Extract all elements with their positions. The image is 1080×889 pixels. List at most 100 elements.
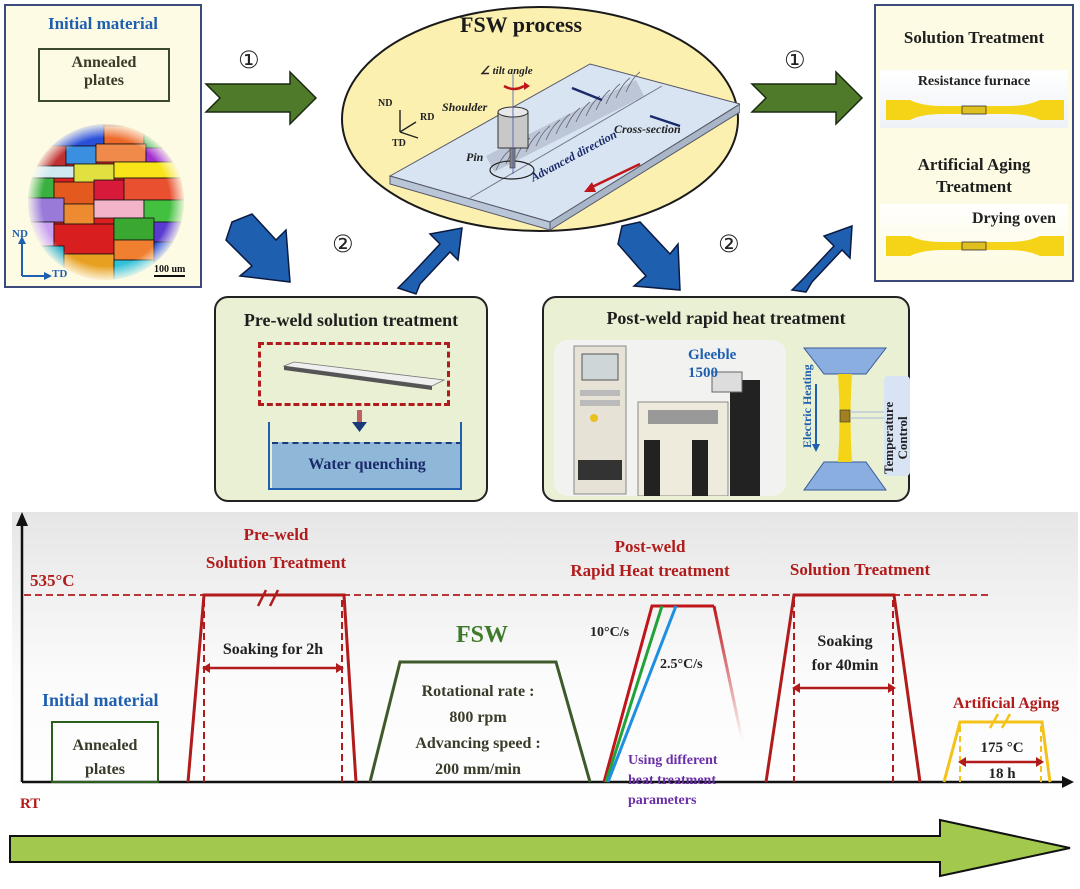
tank-outline	[268, 422, 462, 490]
green-arrow-right-icon	[750, 70, 864, 126]
pre-weld-stage-title2: Solution Treatment	[206, 553, 347, 572]
post-weld-cooling	[712, 605, 744, 741]
rate-2p5-label: 2.5°C/s	[660, 657, 703, 672]
pre-weld-stage-title1: Pre-weld	[244, 525, 309, 544]
ref-label-535: 535°C	[30, 571, 75, 590]
fsw-param-1: Rotational rate :	[422, 683, 535, 700]
x-axis-arrow-icon	[1062, 776, 1074, 788]
nd-label: ND	[12, 228, 28, 240]
thermal-history-chart: 535°C RT Initial material Annealed plate…	[16, 512, 1074, 812]
blue-arrow-down-right-icon	[225, 213, 291, 283]
drying-oven-label: Drying oven	[972, 210, 1056, 227]
pre-weld-title: Pre-weld solution treatment	[243, 310, 459, 330]
aging-temp-label: 175 °C	[980, 740, 1023, 756]
tensile-specimen-icon	[886, 100, 1064, 120]
solution-stage-title: Solution Treatment	[790, 560, 931, 579]
gleeble-label: Gleeble 1500	[688, 346, 736, 382]
annealed-stage-line1: Annealed	[73, 737, 138, 754]
shoulder-label: Shoulder	[442, 100, 488, 114]
y-axis-arrow-icon	[16, 512, 28, 526]
cross-section-label: Cross-section	[614, 122, 681, 136]
temperature-control-box	[884, 376, 910, 476]
aging-title-line2: Treatment	[936, 177, 1012, 196]
post-weld-rapid-box: Post-weld rapid heat treatment Gleeble 1…	[542, 296, 910, 502]
pin-label: Pin	[466, 150, 484, 164]
soaking-40min-line1: Soaking	[817, 633, 872, 650]
temp-control-line1: Temperature	[881, 401, 896, 474]
td-label: TD	[52, 268, 68, 280]
fsw-param-2: 800 rpm	[449, 709, 507, 726]
post-weld-note-2: heat treatment	[628, 773, 716, 788]
artificial-aging-curve	[942, 720, 1052, 783]
solution-treatment-curve	[764, 593, 922, 783]
water-tank	[272, 442, 462, 490]
fsw-nd-label: ND	[378, 98, 393, 109]
furnace-dashed-box	[258, 342, 450, 406]
solution-treatment-title: Solution Treatment	[903, 28, 1045, 47]
blue-arrow-down-right-icon	[617, 221, 681, 291]
fsw-rd-label: RD	[420, 112, 435, 123]
ebsd-grain-map	[26, 122, 186, 282]
post-weld-note-1: Using different	[628, 753, 718, 768]
gleeble-machine-icon	[554, 340, 786, 496]
gleeble-label-line1: Gleeble	[688, 347, 737, 363]
post-weld-heating-mid	[604, 605, 664, 783]
plate-icon	[282, 361, 446, 390]
post-weld-title: Post-weld rapid heat treatment	[606, 308, 846, 328]
nd-td-axes-icon	[18, 236, 52, 280]
ref-label-rt: RT	[20, 796, 40, 812]
gleeble-label-line2: 1500	[688, 365, 718, 381]
plates-label: plates	[84, 72, 124, 89]
initial-material-panel: Initial material Annealed plates	[4, 4, 202, 288]
pre-weld-solution-box: Pre-weld solution treatment Water quench…	[214, 296, 488, 502]
scale-bar: 100 um	[154, 264, 186, 277]
fsw-td-label: TD	[392, 138, 406, 149]
fsw-param-4: 200 mm/min	[435, 761, 521, 778]
pre-weld-solution-curve	[186, 593, 358, 783]
temp-control-line2: Control	[895, 416, 910, 460]
temperature-control-label: Temperature Control	[881, 401, 910, 474]
post-weld-stage-title1: Post-weld	[615, 537, 686, 556]
blue-arrow-up-right-icon	[396, 227, 463, 295]
process-timeline-arrow	[9, 818, 1071, 878]
route-2-marker-left: ②	[332, 230, 354, 258]
post-weld-stage-title2: Rapid Heat treatment	[570, 561, 730, 580]
aging-duration-label: 18 h	[988, 766, 1016, 782]
annealed-label: Annealed	[71, 54, 137, 71]
heating-setup-icon	[802, 347, 888, 491]
initial-material-title: Initial material	[47, 14, 158, 33]
blue-arrow-up-right-icon	[790, 224, 853, 293]
timeline-arrow-icon	[9, 818, 1071, 878]
electric-heating-label: Electric Heating	[800, 364, 814, 448]
fsw-process-title: FSW process	[460, 12, 583, 37]
initial-material-stage-title: Initial material	[42, 690, 158, 710]
tensile-specimen-icon	[886, 236, 1064, 256]
aging-title-line1: Artificial Aging	[917, 155, 1031, 174]
soaking-40min-line2: for 40min	[812, 657, 879, 674]
post-weld-heating-2p5cps	[606, 605, 678, 783]
rate-10-label: 10°C/s	[590, 625, 630, 640]
annealed-stage-line2: plates	[85, 761, 125, 778]
aging-treatment-title: Artificial Aging Treatment	[876, 154, 1072, 198]
aging-stage-title: Artificial Aging	[953, 695, 1059, 712]
flow-arrows	[204, 70, 864, 295]
post-weld-heating-10cps	[602, 604, 714, 783]
fsw-param-3: Advancing speed :	[415, 735, 540, 752]
annealed-plates-box: Annealed plates	[38, 48, 170, 102]
route-1-marker-left: ①	[238, 46, 260, 74]
down-arrow-icon	[352, 410, 367, 432]
route-2-marker-right: ②	[718, 230, 740, 258]
fsw-curve	[368, 660, 592, 783]
tilt-angle-label: ∠ tilt angle	[480, 65, 533, 77]
annealed-plates-stage	[51, 721, 159, 783]
post-treatment-panel: Solution Treatment Resistance furnace Ar…	[874, 4, 1074, 282]
gleeble-photo	[554, 340, 786, 496]
green-arrow-right-icon	[204, 70, 318, 126]
post-weld-note-3: parameters	[628, 793, 697, 808]
route-1-marker-right: ①	[784, 46, 806, 74]
fsw-process-diagram	[341, 6, 740, 232]
soaking-2h-label: Soaking for 2h	[223, 641, 323, 658]
water-quenching-label: Water quenching	[308, 456, 426, 473]
fsw-stage-title: FSW	[456, 622, 508, 648]
resistance-furnace-label: Resistance furnace	[917, 74, 1031, 89]
